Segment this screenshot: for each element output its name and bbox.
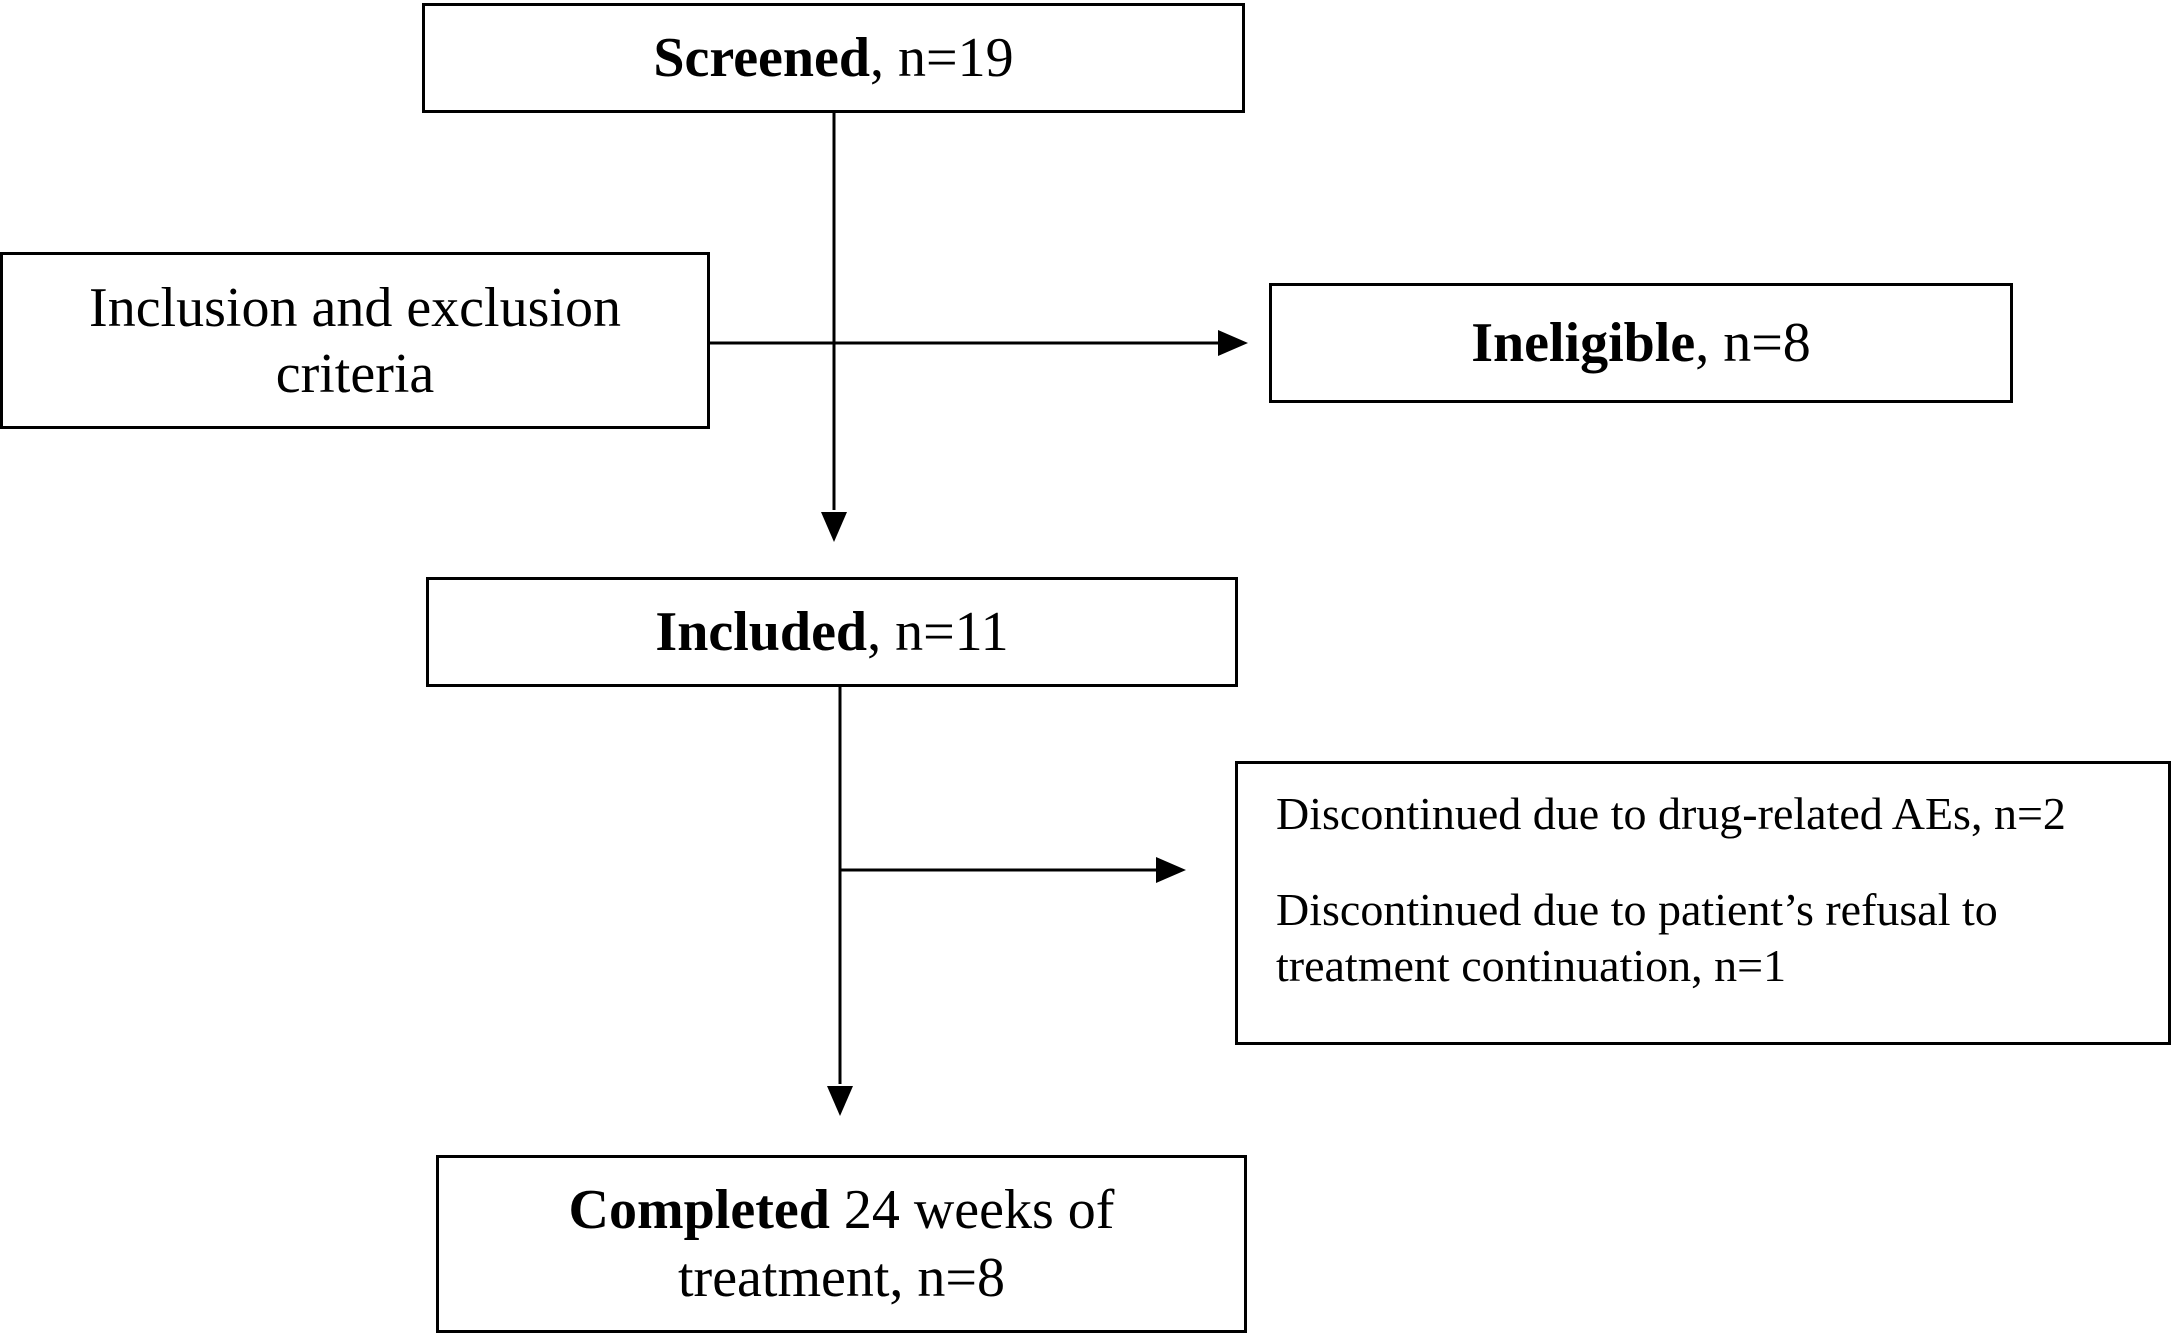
included-count: , n=11 <box>867 601 1009 663</box>
completed-rest: 24 weeks of <box>829 1179 1115 1241</box>
ineligible-box: Ineligible, n=8 <box>1269 283 2013 403</box>
discontinued-refusal-line-1: Discontinued due to patient’s refusal to <box>1276 884 1998 935</box>
completed-box: Completed 24 weeks of treatment, n=8 <box>436 1155 1247 1333</box>
included-text: Included, n=11 <box>655 599 1008 665</box>
arrow-included-to-completed <box>827 685 853 1116</box>
criteria-box: Inclusion and exclusion criteria <box>0 252 710 429</box>
ineligible-label: Ineligible <box>1471 312 1696 374</box>
criteria-line-2: criteria <box>275 342 435 405</box>
discontinued-refusal-text: Discontinued due to patient’s refusal to… <box>1276 882 2168 994</box>
included-box: Included, n=11 <box>426 577 1238 687</box>
arrow-included-to-discontinued <box>840 857 1186 883</box>
screened-label: Screened <box>653 27 871 89</box>
completed-line-2: treatment, n=8 <box>677 1247 1006 1309</box>
screened-text: Screened, n=19 <box>653 25 1013 91</box>
screened-count: , n=19 <box>870 27 1014 89</box>
arrow-criteria-to-ineligible <box>708 330 1248 356</box>
screened-box: Screened, n=19 <box>422 3 1245 113</box>
discontinued-box: Discontinued due to drug-related AEs, n=… <box>1235 761 2171 1045</box>
discontinued-ae-text: Discontinued due to drug-related AEs, n=… <box>1276 788 2066 839</box>
criteria-line-1: Inclusion and exclusion <box>89 276 621 339</box>
completed-line-1: Completed 24 weeks of <box>569 1176 1115 1244</box>
ineligible-count: , n=8 <box>1695 312 1811 374</box>
ineligible-text: Ineligible, n=8 <box>1471 310 1811 376</box>
completed-label: Completed <box>568 1179 830 1241</box>
included-label: Included <box>655 601 868 663</box>
discontinued-refusal-line-2: treatment continuation, n=1 <box>1276 940 1787 991</box>
arrow-screened-to-included <box>821 112 847 542</box>
